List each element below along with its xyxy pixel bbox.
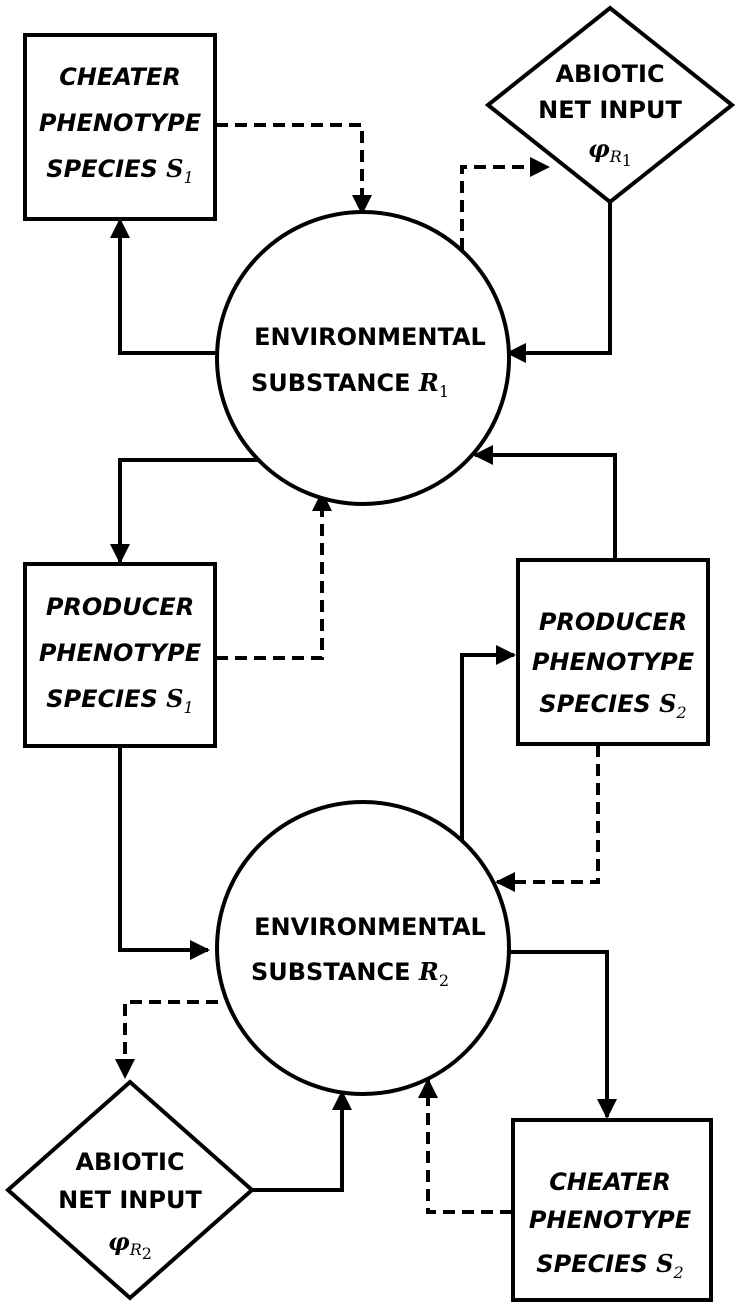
abiotic-r2-line2: NET INPUT <box>58 1186 202 1214</box>
producer-s1-line1: PRODUCER <box>46 593 194 621</box>
edge-r2-to-abiotic-r2 <box>115 1000 218 1079</box>
abiotic-r1-line1: ABIOTIC <box>555 60 664 88</box>
edge-cheater-s1-to-r1 <box>216 123 372 215</box>
edge-r1-to-abiotic-r1 <box>460 157 550 250</box>
cheater-s2-line1: CHEATER <box>549 1168 671 1196</box>
abiotic-r2-line1: ABIOTIC <box>75 1148 184 1176</box>
node-producer-s1: PRODUCER PHENOTYPE SPECIES S1 <box>23 562 217 748</box>
edge-cheater-s2-to-r2 <box>418 1078 512 1214</box>
cheater-s1-line3: SPECIES S1 <box>46 154 193 187</box>
cheater-s1-line1: CHEATER <box>59 63 181 91</box>
node-substance-r2: ENVIRONMENTAL SUBSTANCE R2 <box>215 800 511 1096</box>
node-producer-s2: PRODUCER PHENOTYPE SPECIES S2 <box>516 558 710 746</box>
producer-s1-line3: SPECIES S1 <box>46 684 193 717</box>
cheater-s2-line2: PHENOTYPE <box>529 1206 692 1234</box>
node-substance-r1: ENVIRONMENTAL SUBSTANCE R1 <box>215 210 511 506</box>
edge-r1-to-producer-s1 <box>110 458 258 564</box>
substance-r2-line2: SUBSTANCE R2 <box>251 957 449 990</box>
node-cheater-s1: CHEATER PHENOTYPE SPECIES S1 <box>23 33 217 221</box>
node-cheater-s2: CHEATER PHENOTYPE SPECIES S2 <box>511 1118 713 1302</box>
edge-producer-s2-to-r2 <box>495 745 600 892</box>
cheater-s1-line2: PHENOTYPE <box>39 109 202 137</box>
producer-s2-line1: PRODUCER <box>539 608 687 636</box>
abiotic-r2-symbol: φR2 <box>108 1227 152 1263</box>
substance-r2-line1: ENVIRONMENTAL <box>254 913 486 941</box>
node-abiotic-r2: ABIOTIC NET INPUT φR2 <box>4 1079 256 1301</box>
edge-producer-s1-to-r1 <box>216 491 332 660</box>
substance-r1-line2: SUBSTANCE R1 <box>251 368 449 401</box>
abiotic-r1-line2: NET INPUT <box>538 96 682 124</box>
edge-r2-to-cheater-s2 <box>510 950 617 1119</box>
edge-producer-s2-to-r1 <box>473 445 617 558</box>
abiotic-r1-symbol: φR1 <box>588 134 632 170</box>
edge-r2-to-producer-s2 <box>460 645 516 842</box>
edge-abiotic-r1-to-r1 <box>506 203 612 363</box>
producer-s2-line2: PHENOTYPE <box>532 648 695 676</box>
substance-r1-line1: ENVIRONMENTAL <box>254 323 486 351</box>
edge-r1-to-cheater-s1 <box>110 218 218 355</box>
producer-s1-line2: PHENOTYPE <box>39 639 202 667</box>
cheater-s2-line3: SPECIES S2 <box>536 1249 683 1282</box>
node-abiotic-r1: ABIOTIC NET INPUT φR1 <box>484 5 736 205</box>
producer-s2-line3: SPECIES S2 <box>539 689 686 722</box>
edge-abiotic-r2-to-r2 <box>252 1090 352 1192</box>
edge-producer-s1-to-r2 <box>118 745 210 960</box>
